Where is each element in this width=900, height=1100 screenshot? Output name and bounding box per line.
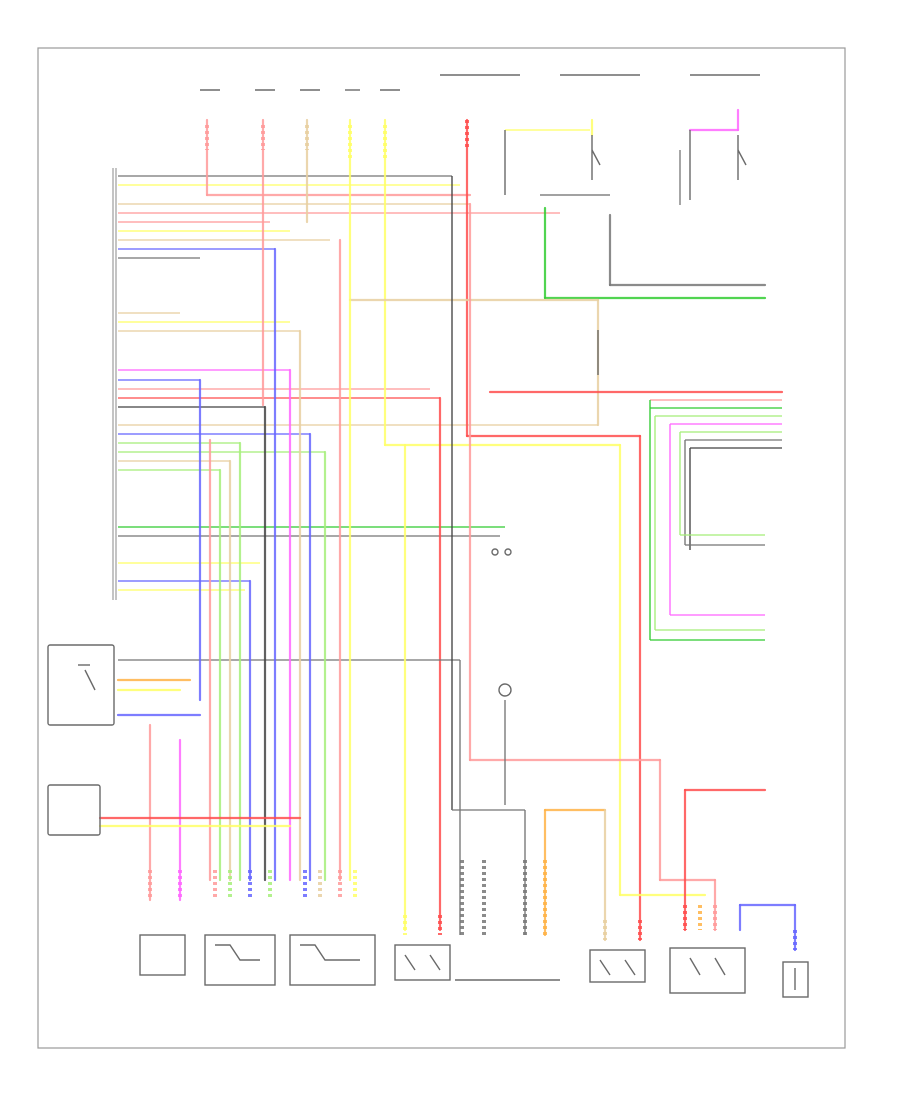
bottom-component-1 (139, 934, 186, 976)
long-red-runs (438, 202, 767, 942)
module-harness-wires (118, 175, 598, 591)
center-sensor-symbol (491, 548, 512, 697)
left-sensor-wires (98, 678, 302, 828)
relay-upper-middle (504, 118, 610, 196)
top-power-bus (200, 74, 760, 91)
module-box-left (47, 644, 115, 726)
bottom-component-3 (289, 934, 376, 986)
compressor-wire (738, 903, 797, 952)
relay-upper-right (679, 108, 747, 205)
green-feed-wires (543, 206, 767, 300)
left-descent-wires (148, 238, 407, 932)
ambient-sensor-box (47, 784, 101, 836)
bottom-component-6 (589, 949, 646, 983)
bottom-component-7 (669, 947, 746, 994)
diagram-frame (37, 47, 846, 1049)
bottom-connector-pins (148, 120, 797, 950)
orange-runs (543, 808, 607, 942)
climate-control-module-connector (112, 168, 117, 600)
right-connector-block (488, 390, 784, 641)
bottom-component-2 (204, 934, 276, 986)
bottom-component-4 (394, 944, 451, 981)
ac-compressor (782, 961, 809, 998)
top-fuse-feeds (205, 118, 642, 447)
middle-sensor-tan (348, 298, 600, 427)
